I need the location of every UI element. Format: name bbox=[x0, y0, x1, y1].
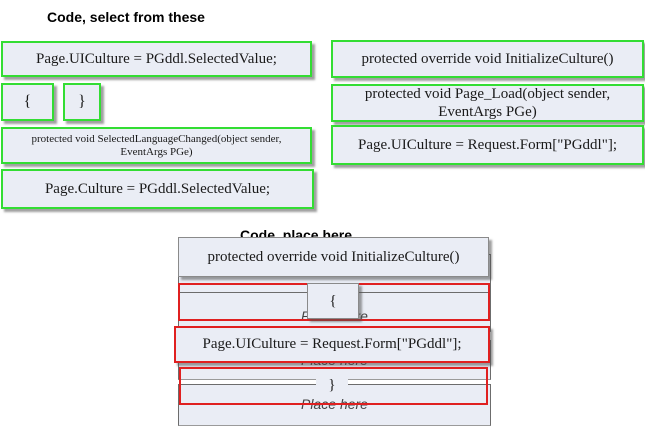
placed-block-uiculture-request-form[interactable]: Page.UICulture = Request.Form["PGddl"]; bbox=[174, 326, 490, 363]
placed-block-open-brace[interactable]: { bbox=[307, 283, 359, 319]
code-block-uiculture-request-form[interactable]: Page.UICulture = Request.Form["PGddl"]; bbox=[331, 125, 644, 165]
source-heading: Code, select from these bbox=[47, 9, 205, 25]
code-block-culture-ddl[interactable]: Page.Culture = PGddl.SelectedValue; bbox=[1, 169, 314, 209]
code-block-uiculture-ddl[interactable]: Page.UICulture = PGddl.SelectedValue; bbox=[1, 41, 312, 77]
placed-block-initialize-culture[interactable]: protected override void InitializeCultur… bbox=[178, 237, 489, 277]
code-block-selected-language-changed[interactable]: protected void SelectedLanguageChanged(o… bbox=[1, 127, 312, 164]
slot-placeholder: Place here bbox=[301, 396, 368, 412]
code-block-open-brace[interactable]: { bbox=[1, 83, 54, 121]
code-block-initialize-culture[interactable]: protected override void InitializeCultur… bbox=[331, 40, 644, 78]
drop-slot-4[interactable]: Place here bbox=[178, 384, 491, 426]
code-block-close-brace[interactable]: } bbox=[63, 83, 101, 121]
placed-block-close-brace[interactable]: } bbox=[316, 374, 348, 396]
code-block-page-load[interactable]: protected void Page_Load(object sender, … bbox=[331, 84, 644, 122]
